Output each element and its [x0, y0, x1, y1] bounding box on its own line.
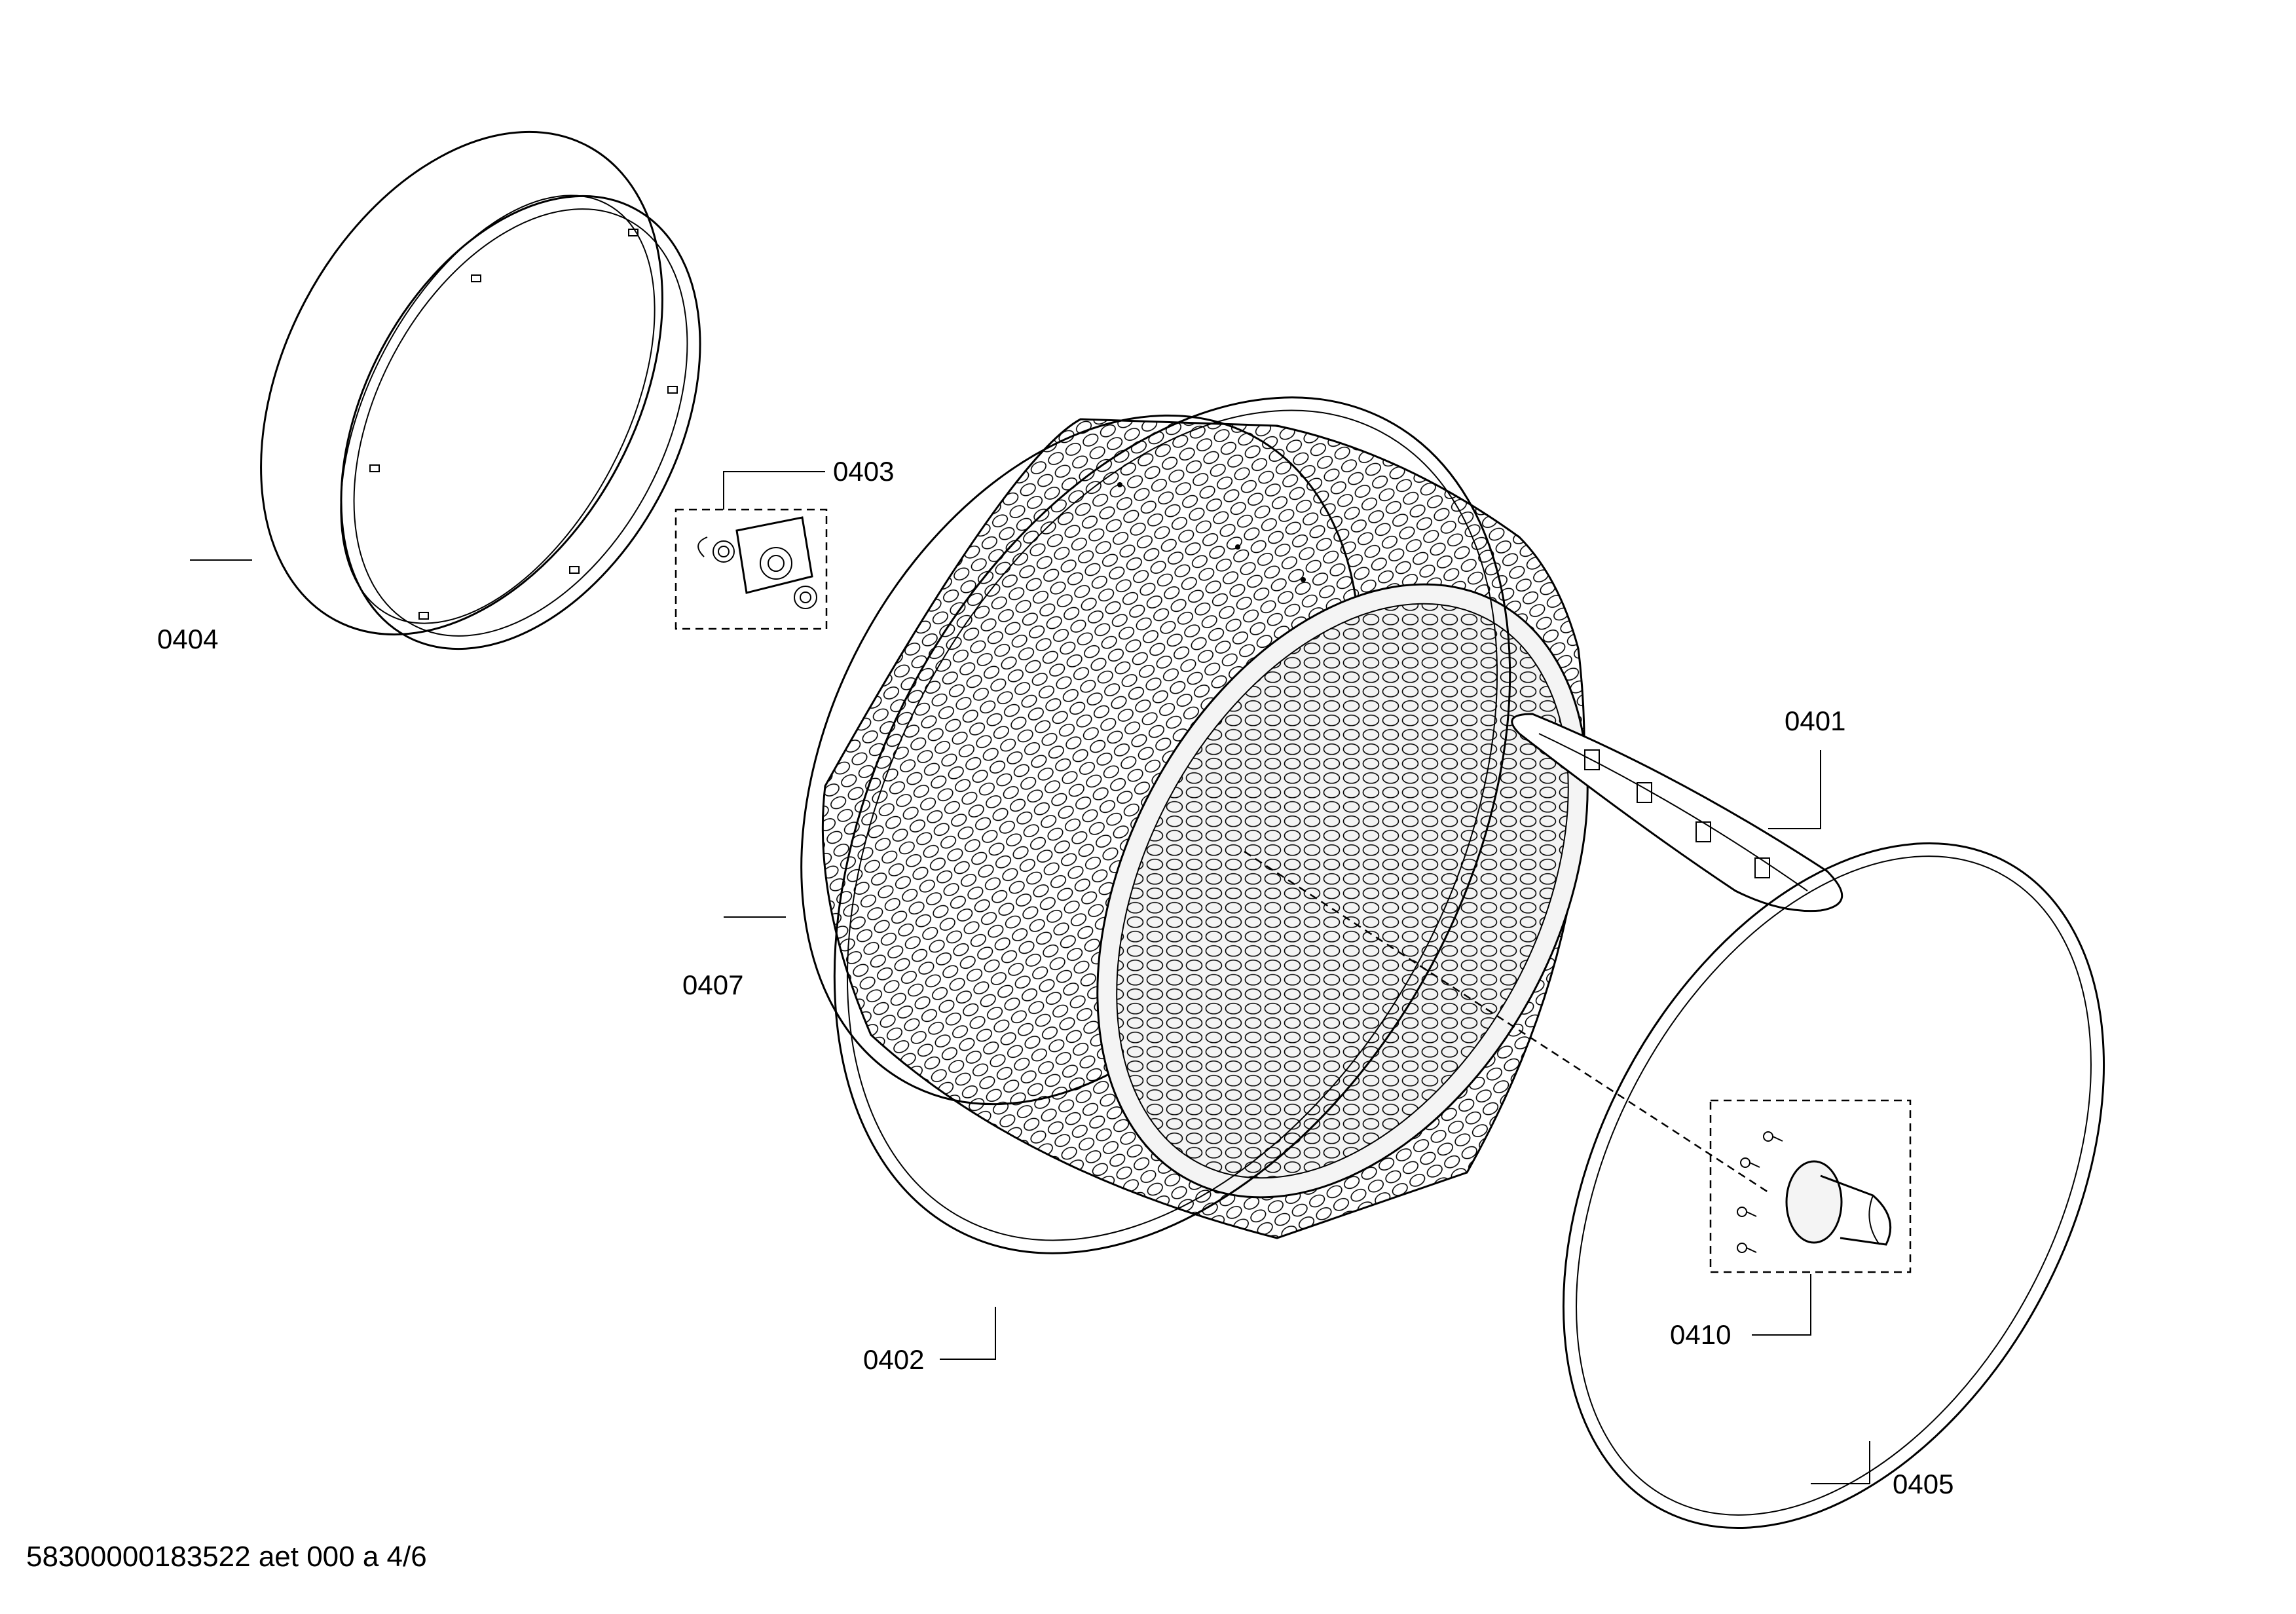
part-0410-shaft-hub [1709, 1099, 1912, 1273]
label-0407: 0407 [682, 969, 743, 1000]
part-0404-front-ring [260, 130, 701, 650]
part-0402-seal-ring [833, 396, 1511, 1254]
label-0402: 0402 [863, 1344, 924, 1375]
part-number-labels: 0403 0404 0401 0407 0402 0410 0405 [157, 456, 1953, 1499]
label-0404: 0404 [157, 624, 218, 654]
label-0405: 0405 [1893, 1469, 1953, 1499]
label-0401: 0401 [1785, 705, 1845, 736]
footer-code: 58300000183522 aet 000 a 4/6 [26, 1541, 427, 1573]
part-0407-drum [800, 414, 1769, 1239]
label-0403: 0403 [833, 456, 894, 487]
part-0401-paddle [1511, 713, 1843, 912]
leader-lines [190, 471, 1870, 1484]
part-0405-rear-plate [1563, 842, 2105, 1530]
label-0410: 0410 [1670, 1319, 1731, 1350]
part-0403-bearing-assembly [675, 508, 828, 630]
